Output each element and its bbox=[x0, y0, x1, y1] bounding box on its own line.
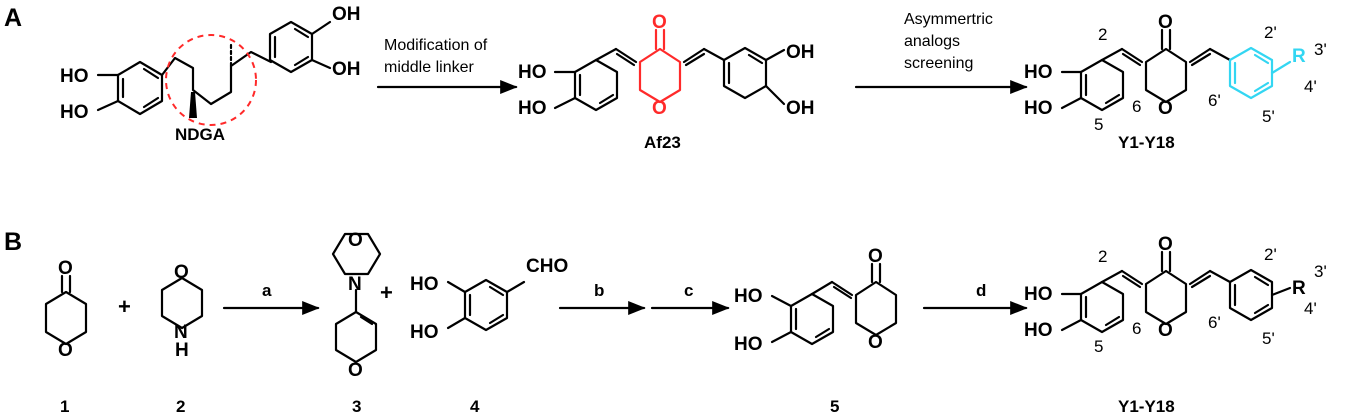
step-b-label: b bbox=[594, 281, 604, 300]
modification-text-2: middle linker bbox=[384, 59, 474, 76]
y-series-a-label: Y1-Y18 bbox=[1118, 133, 1175, 152]
c5-keto-o: O bbox=[868, 246, 883, 267]
ya-pos-2p: 2' bbox=[1264, 23, 1277, 42]
ya-pos-3p: 3' bbox=[1314, 40, 1327, 59]
c5-ho-top: HO bbox=[734, 286, 763, 307]
y-series-b-label: Y1-Y18 bbox=[1118, 397, 1175, 416]
panel-label-b: B bbox=[4, 228, 22, 256]
compound-5-structure bbox=[770, 262, 898, 346]
yb-pos-3p: 3' bbox=[1314, 262, 1327, 281]
ndga-label: NDGA bbox=[175, 125, 225, 144]
ya-keto-o: O bbox=[1158, 12, 1173, 33]
yb-pos-2: 2 bbox=[1098, 247, 1107, 266]
c3-morpholine-o: O bbox=[348, 230, 363, 251]
compound-1-structure bbox=[44, 274, 88, 346]
c3-n: N bbox=[348, 274, 362, 295]
ya-pos-5p: 5' bbox=[1262, 107, 1275, 126]
yb-keto-o: O bbox=[1158, 234, 1173, 255]
yb-pos-6: 6 bbox=[1132, 319, 1141, 338]
ya-pos-4p: 4' bbox=[1304, 77, 1317, 96]
plus-2: + bbox=[380, 280, 393, 305]
yb-pos-5: 5 bbox=[1094, 337, 1103, 356]
af23-structure bbox=[553, 28, 786, 112]
yb-pos-6p: 6' bbox=[1208, 313, 1221, 332]
ya-ho-top: HO bbox=[1024, 62, 1053, 83]
compound-5-label: 5 bbox=[830, 397, 839, 416]
ndga-ho-bottom: HO bbox=[60, 102, 89, 123]
c4-ho-top: HO bbox=[410, 274, 439, 295]
c5-ho-bottom: HO bbox=[734, 334, 763, 355]
yb-ring-o: O bbox=[1158, 320, 1173, 341]
yb-ho-bottom: HO bbox=[1024, 320, 1053, 341]
compound-3-structure bbox=[331, 232, 382, 364]
ya-pos-2: 2 bbox=[1098, 25, 1107, 44]
screening-text-1: Asymmertric bbox=[904, 11, 993, 28]
plus-1: + bbox=[118, 294, 131, 319]
ya-pos-5: 5 bbox=[1094, 115, 1103, 134]
y-series-b-structure bbox=[1060, 250, 1292, 334]
ndga-structure bbox=[96, 20, 332, 126]
panel-label-a: A bbox=[4, 4, 22, 32]
ya-ring-o: O bbox=[1158, 98, 1173, 119]
c2-h: H bbox=[175, 340, 189, 361]
screening-text-2: analogs bbox=[904, 33, 960, 50]
af23-keto-o: O bbox=[652, 12, 667, 33]
compound-3-label: 3 bbox=[352, 397, 361, 416]
yb-pos-5p: 5' bbox=[1262, 329, 1275, 348]
ya-ho-bottom: HO bbox=[1024, 98, 1053, 119]
ya-r-group: R bbox=[1292, 46, 1306, 67]
ya-pos-6p: 6' bbox=[1208, 91, 1221, 110]
modification-text-1: Modification of bbox=[384, 37, 488, 54]
compound-2-label: 2 bbox=[176, 397, 185, 416]
af23-ring-o: O bbox=[652, 98, 667, 119]
af23-ho-top: HO bbox=[518, 62, 547, 83]
c2-n: N bbox=[174, 322, 188, 343]
c4-ho-bottom: HO bbox=[410, 322, 439, 343]
step-c-label: c bbox=[684, 281, 693, 300]
compound-1-label: 1 bbox=[60, 397, 69, 416]
c3-pyran-o: O bbox=[348, 360, 363, 381]
c4-cho: CHO bbox=[526, 256, 568, 277]
step-d-label: d bbox=[976, 281, 986, 300]
step-a-label: a bbox=[262, 281, 272, 300]
af23-oh-bottom: OH bbox=[786, 98, 815, 119]
af23-label: Af23 bbox=[644, 133, 681, 152]
af23-oh-top: OH bbox=[786, 42, 815, 63]
c1-keto-o: O bbox=[58, 258, 73, 279]
ndga-oh-top: OH bbox=[332, 4, 361, 25]
c1-ring-o: O bbox=[58, 340, 73, 361]
yb-ho-top: HO bbox=[1024, 284, 1053, 305]
ndga-ho-top: HO bbox=[60, 66, 89, 87]
c2-o: O bbox=[174, 262, 189, 283]
c5-ring-o: O bbox=[868, 332, 883, 353]
compound-4-label: 4 bbox=[470, 397, 480, 416]
compound-4-structure bbox=[446, 278, 526, 332]
af23-ho-bottom: HO bbox=[518, 98, 547, 119]
compound-2-structure bbox=[160, 276, 204, 330]
yb-pos-2p: 2' bbox=[1264, 245, 1277, 264]
ya-pos-6: 6 bbox=[1132, 97, 1141, 116]
yb-pos-4p: 4' bbox=[1304, 299, 1317, 318]
yb-r-group: R bbox=[1292, 278, 1306, 299]
screening-text-3: screening bbox=[904, 55, 973, 72]
ndga-oh-bottom: OH bbox=[332, 59, 361, 80]
y-series-a-structure bbox=[1060, 28, 1292, 112]
